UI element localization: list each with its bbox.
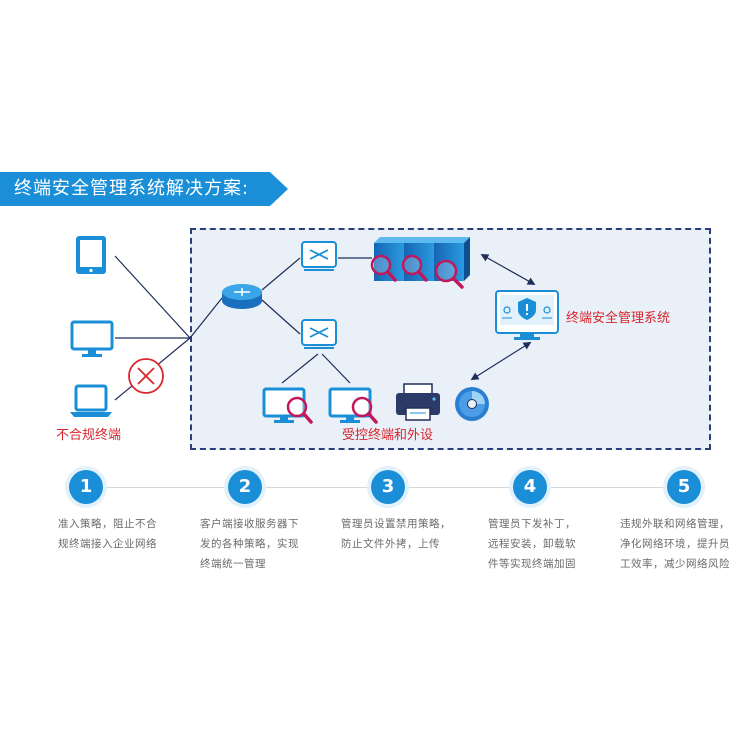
magnifier-icon (434, 259, 464, 289)
step-line: 准入策略，阻止不合 (58, 518, 157, 530)
step-line: 件等实现终端加固 (488, 558, 576, 570)
step-4-circle: 4 (513, 470, 547, 504)
step-line: 发的各种策略，实现 (200, 538, 299, 550)
step-line: 规终端接入企业网络 (58, 538, 157, 550)
router-icon (222, 284, 262, 309)
magnifier-icon (286, 396, 313, 424)
tablet-icon (76, 236, 106, 274)
magnifier-icon (401, 254, 428, 282)
step-1-description: 准入策略，阻止不合 规终端接入企业网络 (58, 514, 176, 554)
step-line: 终端统一管理 (200, 558, 266, 570)
step-line: 防止文件外拷，上传 (341, 538, 440, 550)
printer-icon (396, 383, 440, 421)
step-3-description: 管理员设置禁用策略， 防止文件外拷，上传 (341, 514, 459, 554)
step-4-description: 管理员下发补丁， 远程安装，卸载软 件等实现终端加固 (488, 514, 606, 574)
step-1-circle: 1 (69, 470, 103, 504)
step-line: 管理员设置禁用策略， (341, 518, 451, 530)
step-3-circle: 3 (371, 470, 405, 504)
step-line: 管理员下发补丁， (488, 518, 576, 530)
monitor-icon (70, 320, 114, 357)
step-2-circle: 2 (228, 470, 262, 504)
step-line: 客户端接收服务器下 (200, 518, 299, 530)
laptop-icon (70, 384, 112, 417)
step-2-description: 客户端接收服务器下 发的各种策略，实现 终端统一管理 (200, 514, 318, 574)
switch-icon (301, 241, 337, 271)
magnifier-icon (370, 254, 397, 282)
system-label: 终端安全管理系统 (566, 311, 671, 326)
step-line: 违规外联和网络管理， (620, 518, 730, 530)
magnifier-icon (351, 396, 378, 424)
step-line: 净化网络环境，提升员 (620, 538, 730, 550)
banner-shape (0, 172, 288, 206)
step-line: 工效率，减少网络风险 (620, 558, 730, 570)
blocked-x-icon (128, 358, 164, 394)
step-5-description: 违规外联和网络管理， 净化网络环境，提升员 工效率，减少网络风险 (620, 514, 738, 574)
title-banner: 终端安全管理系统解决方案: (0, 172, 288, 206)
step-5-circle: 5 (667, 470, 701, 504)
noncompliant-label: 不合规终端 (56, 428, 122, 443)
step-line: 远程安装，卸载软 (488, 538, 576, 550)
disc-icon (455, 387, 489, 421)
banner-title: 终端安全管理系统解决方案: (14, 178, 250, 199)
switch-icon (301, 319, 337, 349)
controlled-label: 受控终端和外设 (342, 428, 434, 443)
management-console-icon (495, 290, 559, 340)
